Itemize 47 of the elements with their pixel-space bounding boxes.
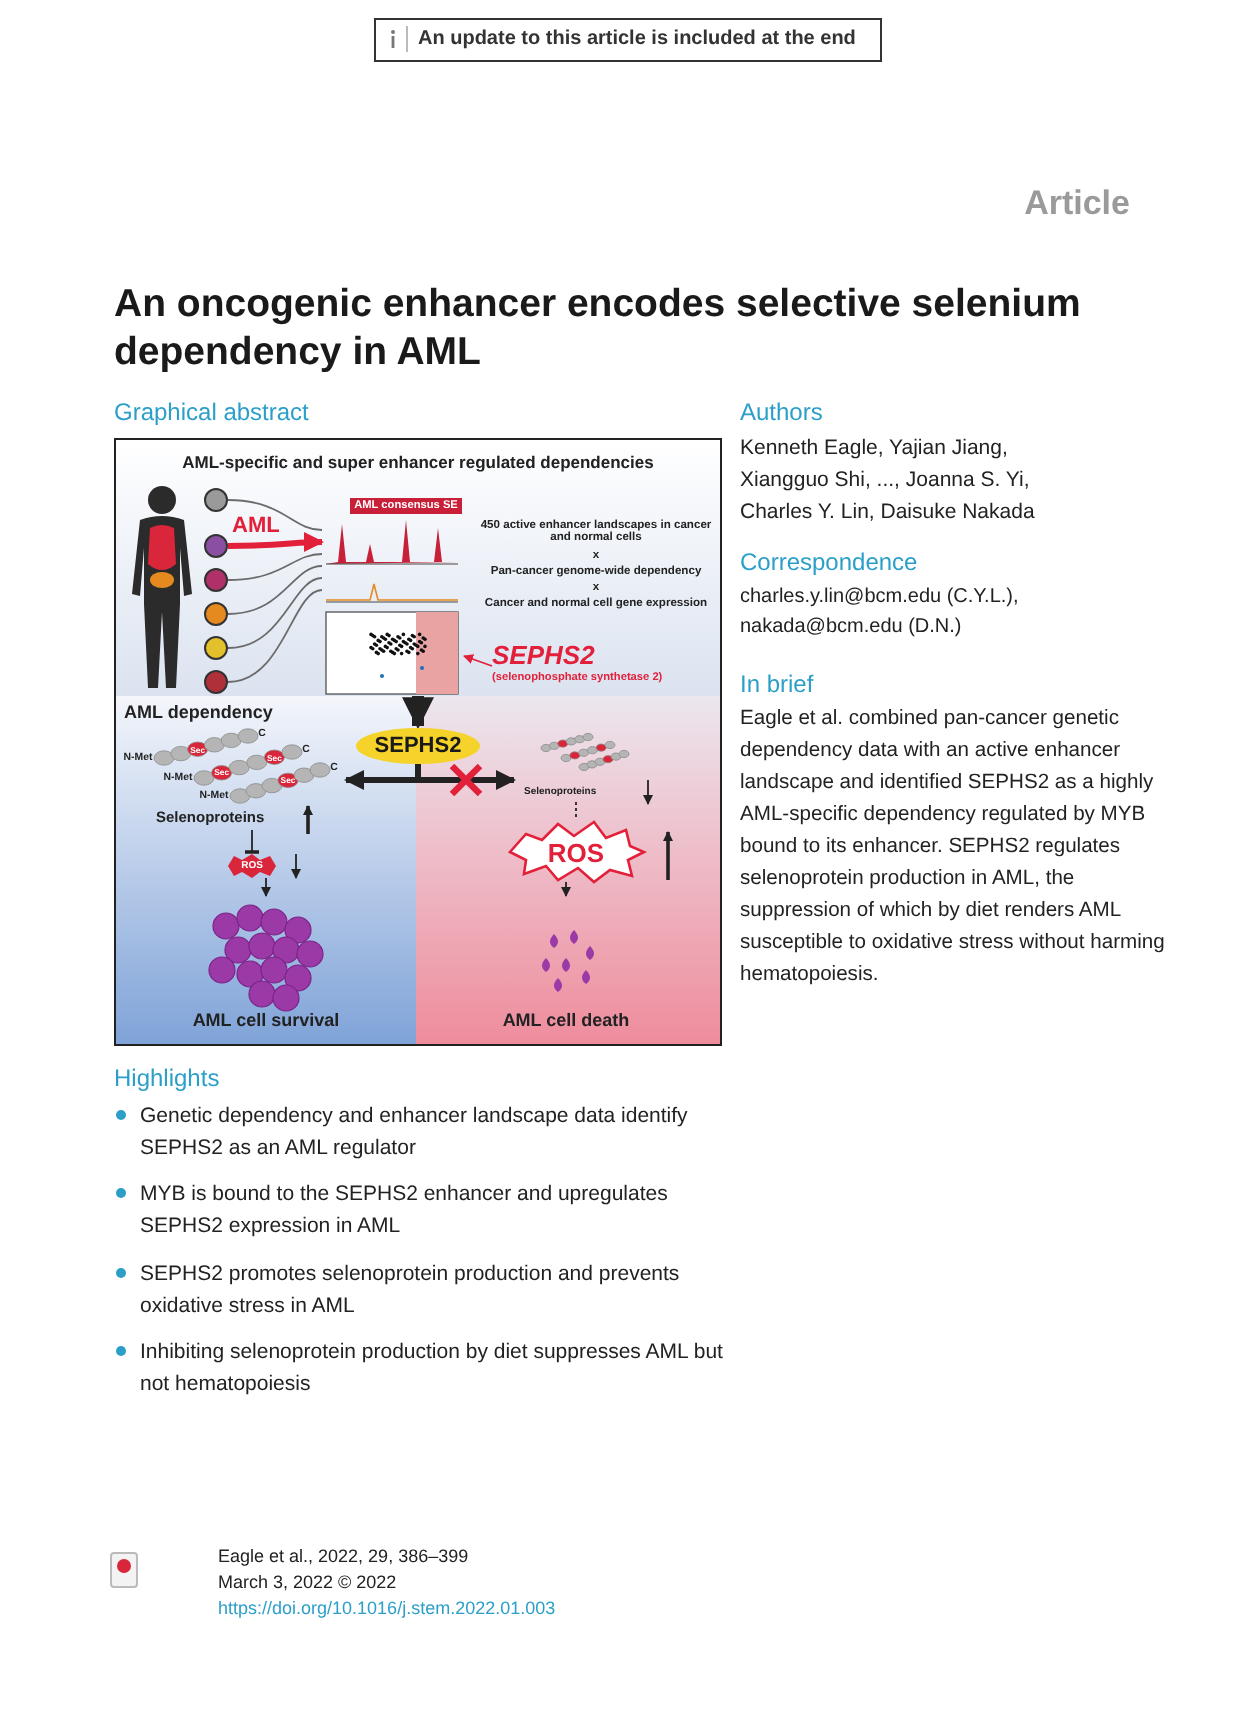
protein-chain-drawing xyxy=(120,730,344,830)
arrow xyxy=(402,696,434,730)
arrow xyxy=(561,881,571,897)
author-list: Kenneth Eagle, Yajian Jiang, Xiangguo Shi, ..., Joanna S. Yi, Charles Y. Lin, Daisuke Nakada xyxy=(740,432,1090,528)
highlight-text: SEPHS2 promotes selenoprotein production and prevents oxidative stress in AML xyxy=(140,1260,682,1322)
connector-line xyxy=(227,577,323,649)
connector-line xyxy=(227,565,323,615)
highlight-text: Genetic dependency and enhancer landscape data identify SEPHS2 as an AML regulator xyxy=(140,1102,690,1164)
section-heading: Highlights xyxy=(114,1064,220,1092)
connector-line xyxy=(575,801,577,821)
gene-name: SEPHS2 xyxy=(492,640,595,670)
organ-circle xyxy=(204,636,228,660)
section-heading: Graphical abstract xyxy=(114,398,309,426)
organ-circle xyxy=(204,488,228,512)
panel-heading: AML-specific and super enhancer regulated dependencies xyxy=(180,452,656,472)
panel-heading: AML dependency xyxy=(124,702,273,722)
gene-name: SEPHS2 xyxy=(372,734,464,758)
highlight-text: MYB is bound to the SEPHS2 enhancer and upregulates SEPHS2 expression in AML xyxy=(140,1180,670,1242)
disease-label: AML xyxy=(232,514,280,538)
arrow xyxy=(415,764,516,790)
section-heading: Correspondence xyxy=(740,548,918,576)
arrow xyxy=(227,532,324,553)
outcome-label: AML cell survival xyxy=(190,1010,342,1030)
summary-paragraph: Eagle et al. combined pan-cancer genetic dependency data with an active enhancer landscape and identified SEPHS2 as a highly AML-specific dependency regulated by MYB bound to its enhancer. SEPHS2 regulates selenoprotein production in AML, the suppression of which by diet renders AML susceptible to oxidative stress without harming hematopoiesis. xyxy=(740,706,1167,990)
update-notice: An update to this article is included at the end xyxy=(418,28,856,50)
organ-circle xyxy=(204,534,228,558)
copyright-text: March 3, 2022 © 2022 xyxy=(218,1572,397,1592)
connector-line xyxy=(227,589,323,683)
article-title: An oncogenic enhancer encodes selective selenium dependency in AML xyxy=(114,280,1083,376)
arrow xyxy=(261,877,271,897)
chart-panel xyxy=(322,496,462,696)
outcome-label: AML cell death xyxy=(500,1010,632,1030)
connector-line xyxy=(227,553,323,581)
contact-text: charles.y.lin@bcm.edu (C.Y.L.), nakada@bcm.edu (D.N.) xyxy=(740,584,1021,642)
inhibition-line xyxy=(243,829,261,854)
organ-circle xyxy=(204,670,228,694)
organ-circle xyxy=(204,568,228,592)
section-heading: Authors xyxy=(740,398,823,426)
organ-circle xyxy=(204,602,228,626)
section-label: Article xyxy=(1022,184,1130,224)
arrow xyxy=(344,764,421,790)
connector-line xyxy=(227,499,323,531)
section-heading: In brief xyxy=(740,670,814,698)
arrow xyxy=(463,654,493,667)
citation-text: Eagle et al., 2022, 29, 386–399 xyxy=(218,1546,469,1566)
highlight-text: Inhibiting selenoprotein production by diet suppresses AML but not hematopoiesis xyxy=(140,1338,725,1400)
doi-link: https://doi.org/10.1016/j.stem.2022.01.003 xyxy=(218,1598,556,1618)
